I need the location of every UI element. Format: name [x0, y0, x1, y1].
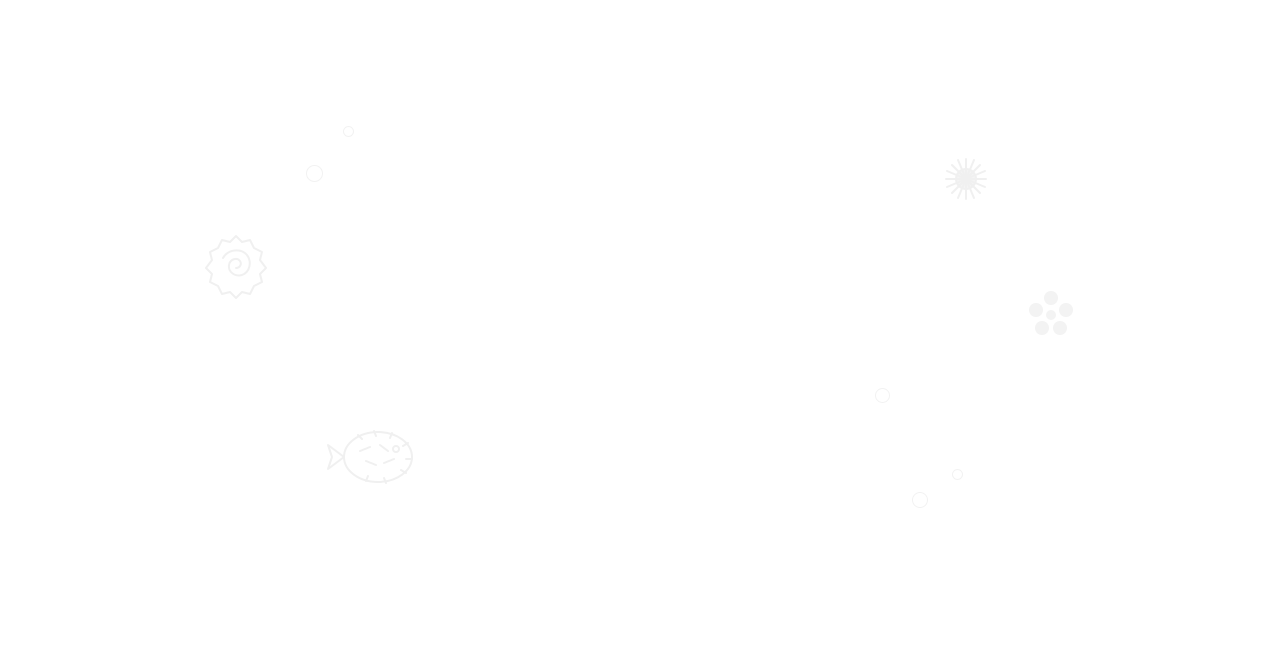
bubble-icon [875, 388, 890, 403]
pufferfish-icon [327, 430, 413, 484]
spiral-shell-icon [205, 235, 267, 299]
sea-urchin-icon [945, 158, 987, 200]
bubble-icon [912, 492, 928, 508]
bubble-icon [306, 165, 323, 182]
bubble-icon [343, 126, 354, 137]
bubble-icon [952, 469, 963, 480]
flower-icon [1029, 291, 1073, 335]
